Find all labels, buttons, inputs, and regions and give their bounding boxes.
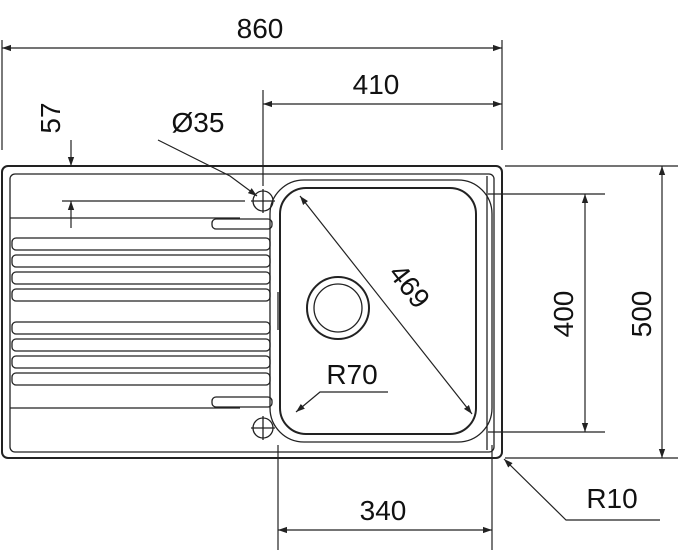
label-bowl-diagonal: 469	[383, 258, 436, 314]
label-overall-depth: 500	[626, 291, 657, 338]
drainer-groove	[11, 288, 271, 302]
drain-outer-icon	[306, 276, 370, 340]
label-tap-hole-offset: 57	[35, 102, 66, 133]
drainer-groove	[11, 254, 271, 268]
drainer-lip-bottom	[211, 396, 273, 408]
drainer-lip-top	[211, 218, 273, 230]
sink-inner-rim	[9, 173, 495, 453]
dimension-labels: 860 410 57 Ø35 469 400 500 R70 340 R10	[35, 13, 657, 526]
leader-diameter	[157, 139, 258, 197]
drain-inner-icon	[313, 283, 363, 333]
leader-r70	[295, 391, 388, 413]
bowl-basin	[279, 187, 477, 435]
label-bowl-width: 340	[360, 495, 407, 526]
sink-body	[1, 165, 503, 459]
bowl	[269, 179, 493, 443]
label-overall-width: 860	[237, 13, 284, 44]
drainer-groove	[11, 372, 271, 386]
dimension-lines	[2, 44, 666, 534]
drainer-groove	[11, 271, 271, 285]
sink-outer-edge	[1, 165, 503, 459]
tap-holes	[251, 189, 275, 440]
label-tap-hole-diameter: Ø35	[172, 107, 225, 138]
drainer-groove	[11, 237, 271, 251]
label-bowl-offset-width: 410	[353, 69, 400, 100]
drainer-groove	[11, 338, 271, 352]
leader-r10	[503, 458, 660, 521]
label-bowl-corner-radius: R70	[326, 359, 377, 390]
label-bowl-length: 400	[548, 291, 579, 338]
drainer-groove	[11, 321, 271, 335]
drainer-groove	[11, 355, 271, 369]
drainer-area	[10, 217, 273, 409]
dim-line-469	[299, 195, 473, 415]
label-outer-corner-radius: R10	[586, 483, 637, 514]
bowl-outer-rim	[269, 179, 493, 443]
